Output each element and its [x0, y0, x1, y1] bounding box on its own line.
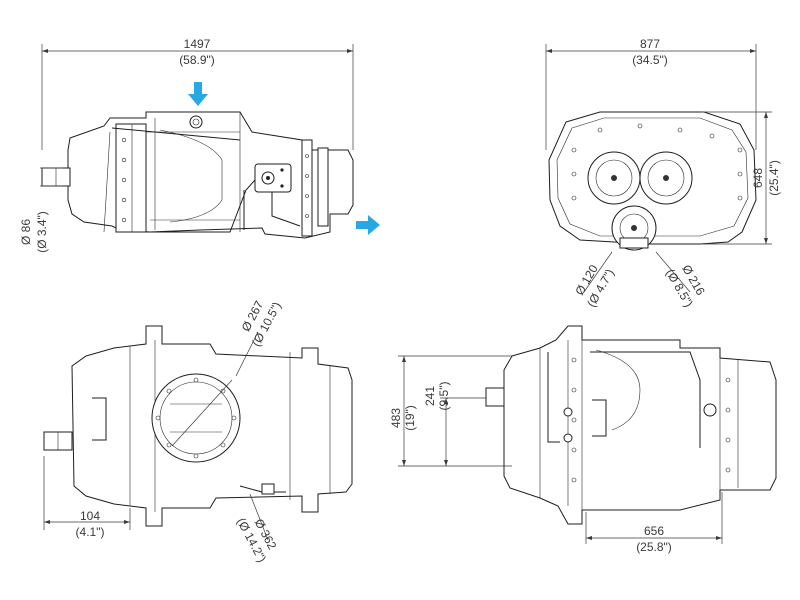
side-view-bottom-right: 483 (19") 241 (9.5") 656 (25.8")	[389, 325, 777, 554]
end-width-mm: 877	[640, 37, 660, 51]
foot-length-mm: 656	[644, 524, 664, 538]
side-bolts	[571, 357, 731, 483]
shaft-diameter-in: (Ø 3.4")	[35, 211, 49, 253]
end-bolts	[571, 123, 743, 201]
overall-width-in: (58.9")	[179, 53, 215, 67]
shaft-length-in: (4.1")	[76, 525, 105, 539]
end-width-in: (34.5")	[632, 53, 668, 67]
height-mm: 483	[389, 408, 403, 428]
inlet-flow-arrow	[188, 82, 208, 106]
overall-width-mm: 1497	[184, 37, 211, 51]
axis-height-in: (9.5")	[437, 382, 451, 411]
end-height-in: (25.4")	[767, 160, 781, 196]
axis-height-mm: 241	[423, 386, 437, 406]
shaft-diameter-mm: Ø 86	[19, 219, 33, 245]
top-view-bottom-left: Ø 267 (Ø 10.5") Ø 362 (Ø 14.2") 104 (4.1…	[43, 298, 353, 565]
end-height-mm: 648	[751, 168, 765, 188]
end-view-top-right: 877 (34.5")	[545, 37, 781, 310]
height-in: (19")	[403, 405, 417, 431]
port-ring-bolts	[155, 377, 237, 459]
flange-bolts	[121, 137, 309, 223]
foot-length-in: (25.8")	[636, 540, 672, 554]
side-view-top-left: 1497 (58.9")	[19, 37, 380, 253]
shaft-length-mm: 104	[80, 509, 100, 523]
outlet-flow-arrow	[356, 215, 380, 235]
